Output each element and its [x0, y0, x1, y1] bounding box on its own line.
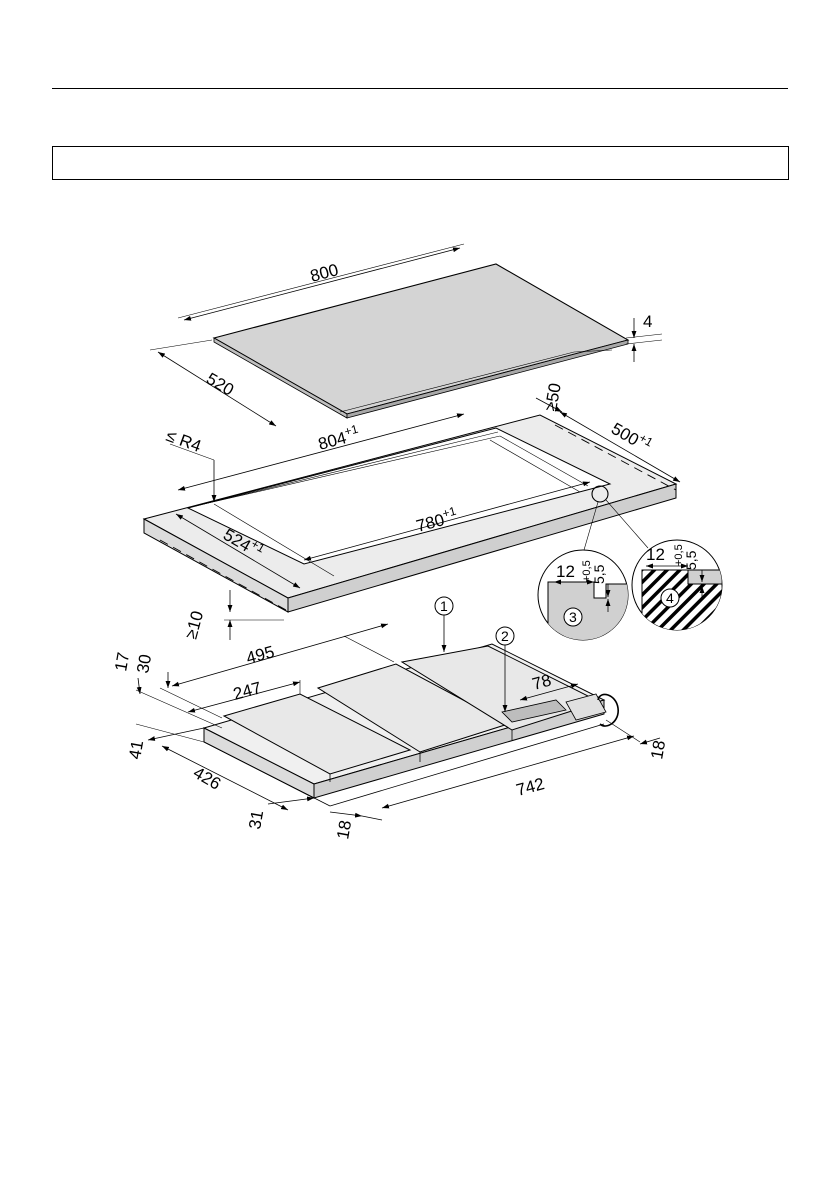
unit-width-495-label: 495 [244, 642, 276, 668]
unit-78-label: 78 [530, 671, 553, 694]
detail-3-width-label: 12 [556, 562, 575, 581]
unit-17-30-dimension: 17 30 [111, 651, 223, 729]
unit-31-label: 31 [245, 809, 267, 831]
unit-18-front-dimension: 18 [329, 811, 383, 841]
unit-742-label: 742 [514, 774, 546, 800]
unit-426-label: 426 [190, 763, 224, 794]
header-rule [52, 88, 788, 89]
detail-3: 12 +0,5 5,5 3 [537, 549, 629, 641]
cutout-inner-depth-label: 500+1 [608, 416, 656, 456]
detail-3-depth-label: 5,5 [591, 564, 607, 584]
callout-1: 1 [434, 596, 454, 652]
header-box [52, 146, 789, 180]
detail-leaders [583, 485, 649, 551]
detail-4-depth-label: 5,5 [683, 550, 699, 570]
unit-17-label: 17 [111, 651, 133, 673]
detail-3-callout: 3 [569, 609, 577, 625]
unit-18-right-label: 18 [647, 739, 669, 761]
callout-2: 2 [495, 626, 515, 712]
unit-31-dimension: 31 [245, 796, 315, 831]
corner-radius-annotation: ≤ R4 [164, 426, 217, 502]
detail-4-tol-label: +0,5 [673, 544, 685, 566]
cutout-outer-width-label: 804+1 [315, 422, 362, 454]
unit-18-right-dimension: 18 [605, 719, 669, 761]
unit-41-label: 41 [125, 739, 147, 761]
detail-4-callout: 4 [666, 590, 674, 606]
min-back-distance-dimension: ≥50 [535, 382, 565, 413]
detail-4: 12 +0,5 5,5 4 [631, 539, 723, 631]
unit-18-front-label: 18 [333, 819, 355, 841]
hob-glass-top [212, 263, 630, 419]
callout-1-label: 1 [440, 598, 448, 614]
detail-3-tol-label: +0,5 [581, 560, 593, 582]
min-back-distance-label: ≥50 [541, 382, 565, 413]
unit-width-247-label: 247 [231, 678, 263, 704]
hob-depth-label: 520 [203, 369, 237, 400]
detail-4-width-label: 12 [646, 545, 665, 564]
hob-thickness-label: 4 [643, 312, 652, 331]
callout-2-label: 2 [501, 628, 509, 644]
hob-width-label: 800 [308, 260, 340, 286]
unit-78-dimension: 78 [519, 671, 579, 701]
unit-30-label: 30 [133, 653, 155, 675]
hob-unit-body [202, 643, 619, 807]
min-front-distance-label: ≥10 [182, 609, 208, 641]
hob-thickness-dimension: 4 [625, 312, 663, 362]
corner-radius-label: ≤ R4 [164, 426, 204, 456]
unit-41-dimension: 41 [125, 723, 205, 761]
